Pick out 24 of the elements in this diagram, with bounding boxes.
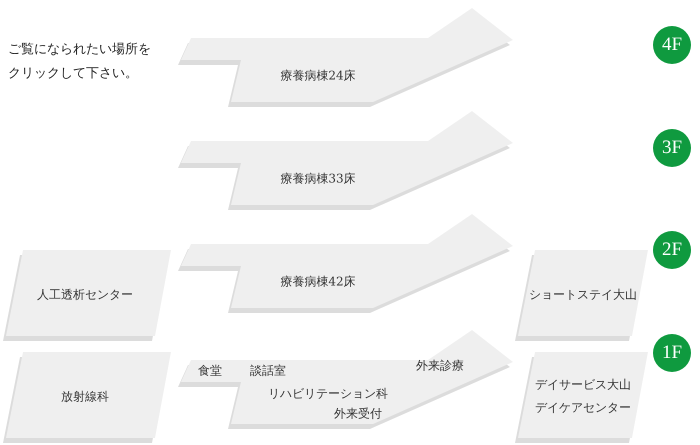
floor-area xyxy=(178,214,514,314)
area-label: リハビリテーション科 xyxy=(268,386,388,402)
area-label: 外来受付 xyxy=(334,406,382,422)
area-label: 談話室 xyxy=(250,362,286,380)
area-label: 療養病棟33床 xyxy=(280,170,356,188)
floor-area xyxy=(515,250,651,342)
area-label: デイサービス大山 xyxy=(535,376,631,394)
area-label: 放射線科 xyxy=(61,388,109,406)
floor-badge: 4F xyxy=(653,26,691,64)
floor-area xyxy=(515,352,651,444)
area-label: 療養病棟24床 xyxy=(280,68,356,84)
floor-badge: 2F xyxy=(653,231,691,269)
area-label: 療養病棟42床 xyxy=(280,274,356,290)
area-label: 外来診療 xyxy=(416,358,464,374)
instruction-text: ご覧になられたい場所をクリックして下さい。 xyxy=(8,41,152,83)
area-label: 人工透析センター xyxy=(37,286,133,304)
floor-badge: 1F xyxy=(653,334,691,372)
area-label: ショートステイ大山 xyxy=(529,286,637,304)
area-label: デイケアセンター xyxy=(535,400,631,416)
floor-area xyxy=(178,8,514,108)
floor-area xyxy=(178,330,514,430)
floor-area xyxy=(178,111,514,211)
floor-badge: 3F xyxy=(653,129,691,167)
area-label: 食堂 xyxy=(198,362,222,380)
